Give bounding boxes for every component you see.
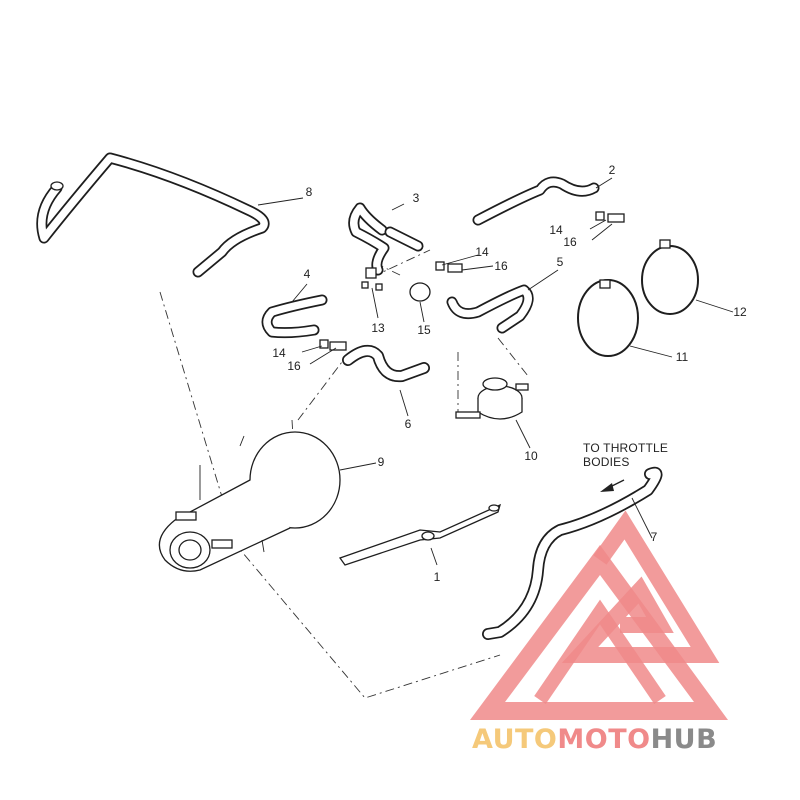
clip-15 xyxy=(409,282,431,302)
callout-9: 9 xyxy=(378,455,385,469)
watermark-logo xyxy=(470,510,728,720)
clamp-11 xyxy=(577,279,639,357)
valve-10 xyxy=(455,377,529,420)
hose-2 xyxy=(472,176,600,226)
hose-6 xyxy=(342,344,430,383)
callout-16-c: 16 xyxy=(287,359,301,373)
watermark-auto: AUTO xyxy=(472,724,557,755)
callout-8: 8 xyxy=(306,185,313,199)
leader-lines xyxy=(257,177,734,566)
canister-9 xyxy=(158,431,341,572)
watermark-text: AUTOMOTOHUB xyxy=(472,724,717,755)
callout-5: 5 xyxy=(557,255,564,269)
callout-13: 13 xyxy=(371,321,385,335)
callout-3: 3 xyxy=(413,191,420,205)
callout-11: 11 xyxy=(676,350,689,364)
callout-16-a: 16 xyxy=(494,259,508,273)
note-line-2: BODIES xyxy=(583,455,630,469)
callout-2: 2 xyxy=(609,163,616,177)
small-fittings xyxy=(319,211,625,351)
callout-15: 15 xyxy=(417,323,431,337)
bracket-1 xyxy=(338,503,502,566)
callout-16-b: 16 xyxy=(563,235,577,249)
callout-10: 10 xyxy=(524,449,538,463)
watermark-moto: MOTO xyxy=(557,724,650,755)
clamp-12 xyxy=(641,245,699,315)
callout-12: 12 xyxy=(733,305,747,319)
callout-6: 6 xyxy=(405,417,412,431)
hose-3 xyxy=(348,202,424,276)
hose-7 xyxy=(482,466,663,640)
callout-14-b: 14 xyxy=(549,223,563,237)
callout-1: 1 xyxy=(434,570,441,584)
clamp-bands xyxy=(577,239,699,357)
callout-7: 7 xyxy=(651,530,658,544)
watermark-hub: HUB xyxy=(651,724,718,755)
hose-4 xyxy=(261,294,328,339)
callout-4: 4 xyxy=(304,267,311,281)
tee-connector-13 xyxy=(365,267,377,279)
note-line-1: TO THROTTLE xyxy=(583,441,668,455)
callout-14-c: 14 xyxy=(272,346,286,360)
hose-8 xyxy=(36,152,270,278)
callout-14-a: 14 xyxy=(475,245,489,259)
hose-5 xyxy=(446,284,534,334)
throttle-arrowhead xyxy=(600,483,614,492)
